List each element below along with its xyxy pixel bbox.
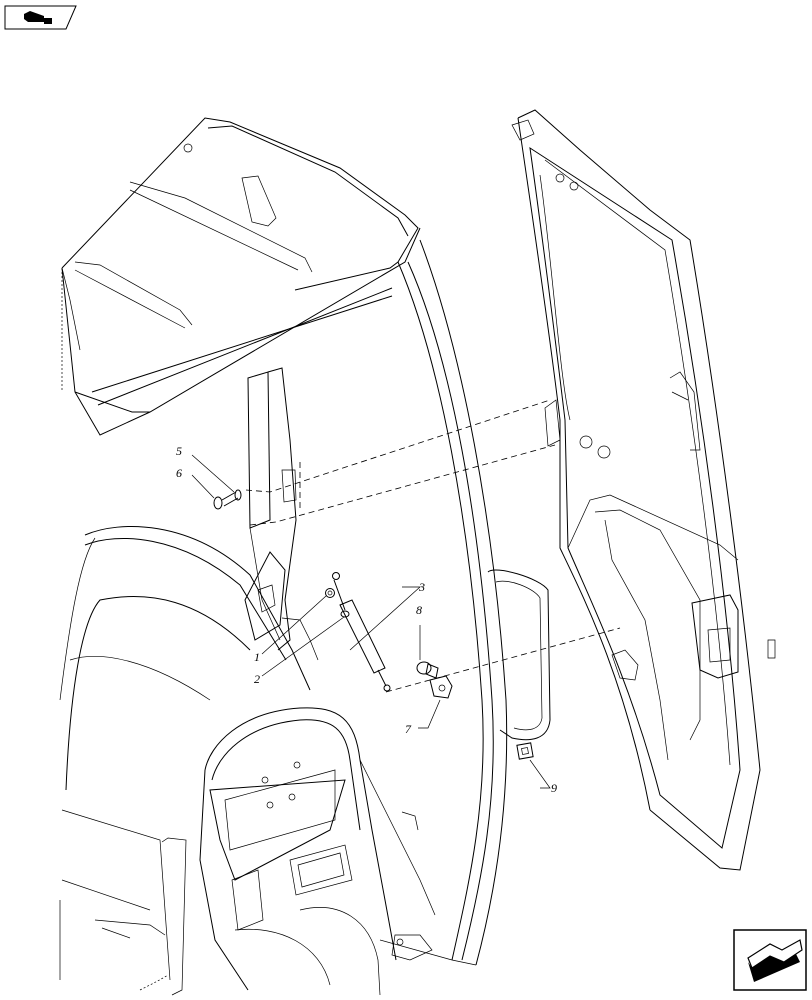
a-pillar: [379, 239, 508, 966]
cab-floor-edge: [359, 759, 436, 916]
callout-labels: 5 6 3 8 1 2 7 9: [176, 444, 557, 795]
mounting-bracket: [429, 675, 453, 699]
callout-2: 2: [254, 672, 260, 686]
callout-7: 7: [405, 722, 412, 736]
callout-leaders: [191, 454, 551, 789]
cab-pillar-frame: [244, 367, 319, 661]
gas-strut: [332, 572, 391, 692]
cab-roof-frame: [61, 117, 421, 436]
callout-1: 1: [254, 650, 260, 664]
view-direction-arrow-icon[interactable]: [733, 929, 807, 991]
cab-door-assembly: [511, 109, 776, 871]
callout-5: 5: [176, 444, 182, 458]
door-handle-outline: [487, 569, 551, 741]
callout-3: 3: [418, 580, 425, 594]
callout-6: 6: [176, 466, 182, 480]
callout-9: 9: [551, 781, 557, 795]
nut-8: [416, 661, 439, 679]
ball-stud-1: [325, 588, 335, 598]
binder-tab-icon[interactable]: [4, 5, 77, 30]
projection-lines: [245, 399, 621, 693]
rear-fender: [59, 525, 311, 996]
seat-back: [199, 707, 433, 996]
ball-stud-2: [340, 610, 350, 618]
bolt-5-6: [213, 489, 242, 510]
clip-9: [516, 742, 534, 760]
callout-8: 8: [416, 603, 422, 617]
